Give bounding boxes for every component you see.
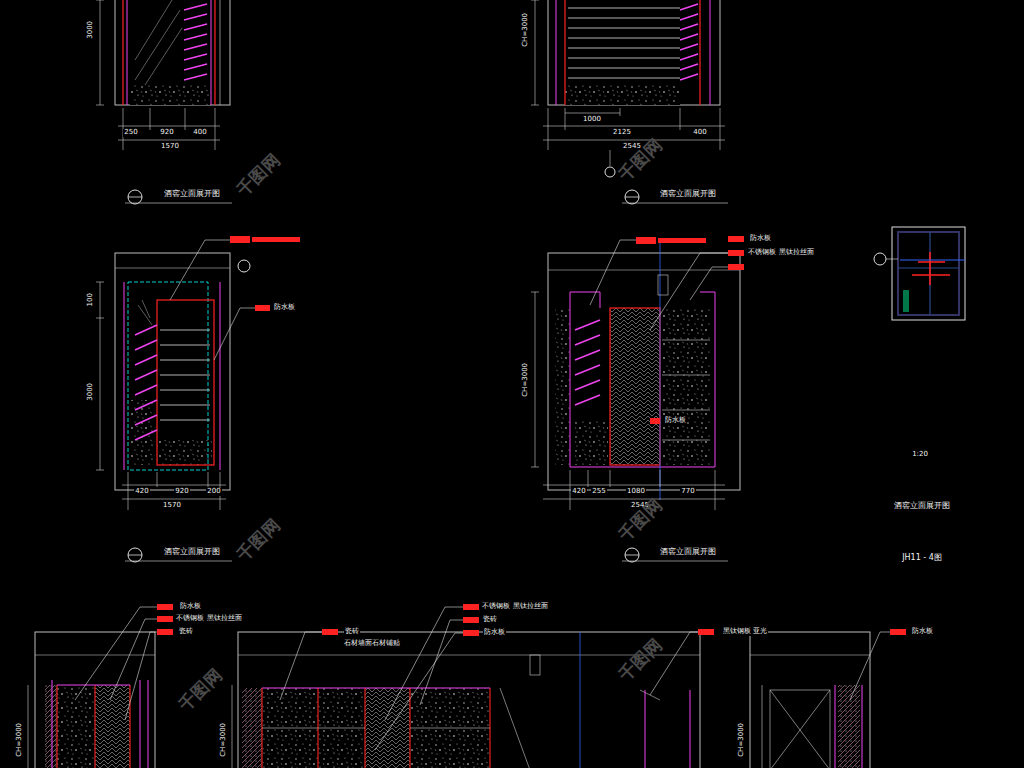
drawing-number: JH11 - 4图 (901, 554, 943, 563)
dimension: 400 (692, 129, 707, 137)
dimension: 770 (680, 488, 695, 496)
callout-text: 瓷砖 (344, 628, 360, 636)
key-plan (874, 227, 965, 320)
callout-text: 不锈钢板 黑钛拉丝面 (481, 603, 548, 611)
elevation (750, 629, 906, 768)
scale-text: 1:20 (911, 451, 929, 459)
drawing-title: 酒窖立面展开图 (659, 190, 717, 199)
callout-text: 防水板 (911, 628, 934, 636)
callout-text: 黑钛钢板 亚光 (722, 628, 768, 636)
dimension: 200 (206, 488, 221, 496)
dimension: 255 (591, 488, 606, 496)
callout-text: 防水板 (749, 235, 772, 243)
watermark: 千图网 (233, 515, 284, 566)
dimension: 1080 (626, 488, 646, 496)
elevation (531, 0, 728, 204)
elevation (232, 604, 714, 768)
drawing-title: 酒窖立面展开图 (659, 548, 717, 557)
callout-text: 不锈钢板 黑钛拉丝面 (747, 249, 814, 257)
dimension: CH=3000 (522, 12, 530, 48)
dimension: 420 (571, 488, 586, 496)
dimension: 250 (123, 129, 138, 137)
dimension: 400 (192, 129, 207, 137)
callout-text: 石材墙面石材铺贴 (343, 640, 401, 648)
drawing-title: 酒窖立面展开图 (163, 548, 221, 557)
dimension: 420 (134, 488, 149, 496)
callout-text: 防水板 (273, 304, 296, 312)
elevation (96, 0, 232, 204)
dimension: 1570 (162, 502, 182, 510)
dimension: 920 (174, 488, 189, 496)
callout-text: 防水板 (664, 417, 687, 425)
callout-text: 瓷砖 (178, 628, 194, 636)
dimension: 2125 (612, 129, 632, 137)
elevation (531, 236, 744, 562)
watermark: 千图网 (175, 665, 226, 716)
dimension: 3000 (87, 382, 95, 402)
dimension: CH=3000 (522, 362, 530, 398)
callout-text: 瓷砖 (482, 616, 498, 624)
dimension: CH=3000 (220, 722, 228, 758)
drawing-title: 酒窖立面展开图 (163, 190, 221, 199)
callout-text: 防水板 (483, 629, 506, 637)
dimension: 3000 (87, 20, 95, 40)
watermark: 千图网 (233, 150, 284, 201)
dimension: 920 (159, 129, 174, 137)
watermark: 千图网 (615, 635, 666, 686)
elevation (28, 604, 173, 768)
dimension: 100 (87, 292, 95, 307)
dimension: CH=3000 (738, 722, 746, 758)
dimension: 1570 (160, 143, 180, 151)
elevation (96, 236, 300, 562)
dimension: CH=3000 (16, 722, 24, 758)
callout-text: 防水板 (179, 603, 202, 611)
callout-text: 不锈钢板 黑钛拉丝面 (175, 615, 242, 623)
drawing-title: 酒窖立面展开图 (893, 502, 951, 511)
dimension: 1000 (582, 116, 602, 124)
